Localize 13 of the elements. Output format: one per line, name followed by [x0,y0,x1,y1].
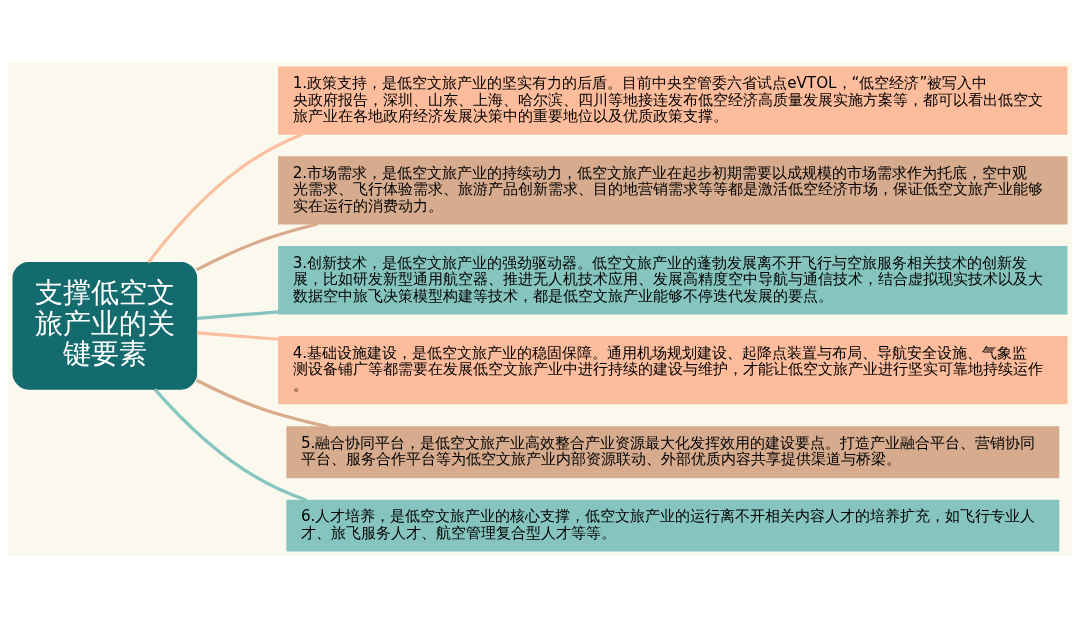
node-box: 2.市场需求，是低空文旅产业的持续动力，低空文旅产业在起步初期需要以成规模的市场需求作为托底，空中观光需求、飞行体验需求、旅游产品创新需求、目的地营销需求等等都是激活低空经济市场，保证低空文旅产业能够实在运行的消费动力。 [278,156,1068,225]
connector [153,388,308,502]
node-box: 1.政策支持，是低空文旅产业的坚实有力的后盾。目前中央空管委六省试点eVTOL，“低空经济”被写入中央政府报告，深圳、山东、上海、哈尔滨、四川等地接连发布低空经济高质量发展实施方案等，都可以看出低空文旅产业在各地政府经济发展决策中的重要地位以及优质政策支撑。 [278,66,1068,135]
node-box: 3.创新技术，是低空文旅产业的强劲驱动器。低空文旅产业的蓬勃发展离不开飞行与空旅服务相关技术的创新发展，比如研发新型通用航空器、推进无人机技术应用、发展高精度空中导航与通信技术，结合虚拟现实技术以及大数据空中旅飞决策模型构建等技术，都是低空文旅产业能够不停迭代发展的要点。 [278,246,1068,315]
connector [195,378,329,429]
connector [147,132,303,264]
node-box: 6.人才培养，是低空文旅产业的核心支撑，低空文旅产业的运行离不开相关内容人才的培养扩充，如飞行专业人才、旅飞服务人才、航空管理复合型人才等等。 [286,499,1060,552]
node-box: 4.基础设施建设，是低空文旅产业的稳固保障。通用机场规划建设、起降点装置与布局、导航安全设施、气象监测设备铺广等都需要在发展低空文旅产业中进行持续的建设与维护，才能让低空文旅产业进行坚实可靠地持续运作。 [278,335,1068,405]
connector [196,331,279,341]
node-box: 5.融合协同平台，是低空文旅产业高效整合产业资源最大化发挥效用的建设要点。打造产业融合平台、营销协同平台、服务合作平台等为低空文旅产业内部资源联动、外部优质内容共享提供渠道与桥梁。 [286,426,1060,479]
node-box: 支撑低空文旅产业的关键要素 [12,261,198,390]
connector [195,222,318,272]
connector [196,310,279,321]
